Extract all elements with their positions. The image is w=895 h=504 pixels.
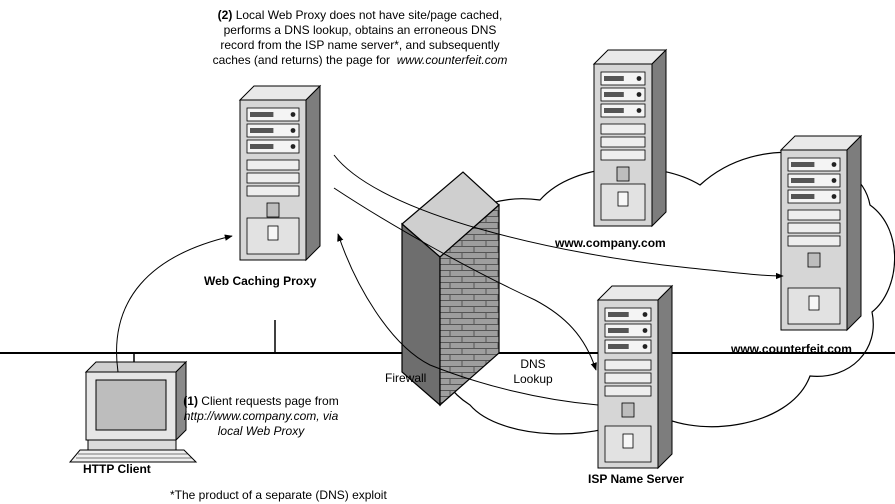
step1-annotation: (1) Client requests page from http://www… bbox=[168, 394, 354, 439]
isp-label: ISP Name Server bbox=[588, 472, 684, 486]
step2-number: (2) bbox=[217, 8, 233, 22]
proxy-to-dns-arrow bbox=[333, 187, 597, 371]
step1-line3: local Web Proxy bbox=[217, 424, 305, 438]
proxy-label: Web Caching Proxy bbox=[204, 274, 317, 288]
dns-lookup-label: DNS Lookup bbox=[508, 357, 558, 387]
step2-annotation: (2) Local Web Proxy does not have site/p… bbox=[170, 8, 550, 68]
dns-to-proxy-arrow bbox=[337, 233, 599, 406]
step1-line1: Client requests page from bbox=[201, 394, 339, 408]
counterfeit-label: www.counterfeit.com bbox=[731, 342, 852, 356]
isp-name-server-icon bbox=[596, 284, 674, 470]
counterfeit-server-icon bbox=[779, 134, 863, 332]
step2-line2: performs a DNS lookup, obtains an errone… bbox=[223, 23, 497, 37]
client-label: HTTP Client bbox=[83, 462, 151, 476]
company-server-icon bbox=[592, 48, 668, 228]
step1-number: (1) bbox=[183, 394, 198, 408]
company-label: www.company.com bbox=[555, 236, 666, 250]
firewall-label: Firewall bbox=[385, 371, 427, 385]
step2-url: www.counterfeit.com bbox=[396, 53, 508, 67]
footnote: *The product of a separate (DNS) exploit bbox=[170, 488, 387, 502]
step2-line1: Local Web Proxy does not have site/page … bbox=[235, 8, 503, 22]
step2-line3: record from the ISP name server*, and su… bbox=[220, 38, 500, 52]
firewall bbox=[401, 171, 500, 407]
computer-icon bbox=[68, 360, 198, 463]
step1-line2: http://www.company.com, via bbox=[183, 409, 339, 423]
web-caching-proxy-server-icon bbox=[238, 84, 322, 262]
dns-label-line1: DNS bbox=[520, 357, 546, 371]
step2-line4: caches (and returns) the page for bbox=[212, 53, 391, 67]
client-to-proxy-arrow bbox=[116, 234, 233, 373]
proxy-to-counterfeit-arrow bbox=[333, 154, 784, 280]
dns-label-line2: Lookup bbox=[513, 372, 553, 386]
